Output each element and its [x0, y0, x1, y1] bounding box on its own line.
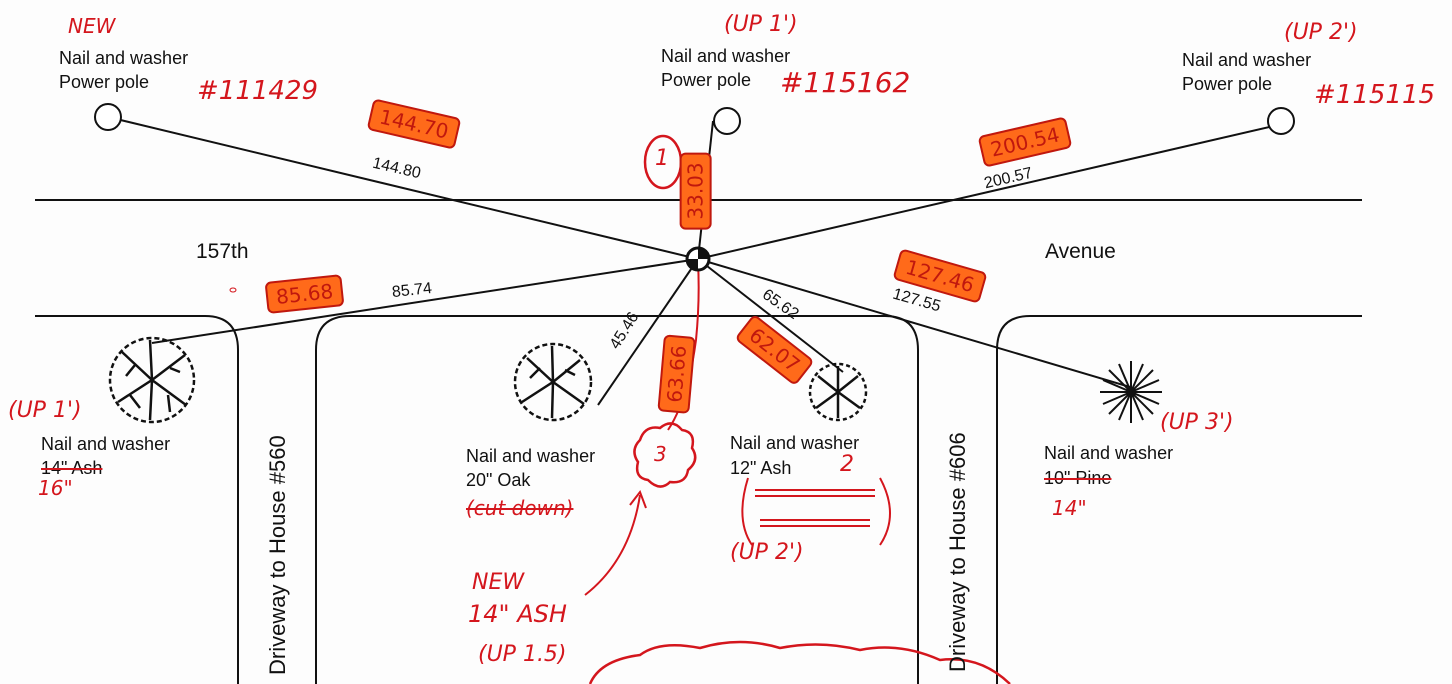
pole-mid-number: #115162 [780, 66, 911, 99]
pole-left-label-2: Power pole [59, 72, 150, 92]
ash-tree-left-icon [108, 336, 196, 424]
new-ash-label-2: 14" ASH [468, 600, 567, 628]
road-edge-right-curb [996, 315, 1362, 684]
ash-12-tree-icon [808, 362, 868, 422]
ash-12-bracket-right [879, 477, 891, 546]
dot-mark [229, 287, 237, 293]
pine-label-1: Nail and washer [1044, 443, 1174, 463]
driveway-left-label: Driveway to House #560 [265, 435, 290, 675]
ash-12-label-1: Nail and washer [730, 433, 860, 453]
pine-correction: 14" [1052, 496, 1087, 520]
power-pole-left-icon [94, 103, 122, 131]
road-edge-middle-curb [315, 315, 919, 684]
pole-left-label-1: Nail and washer [59, 48, 189, 68]
power-pole-right-icon [1267, 107, 1295, 135]
pole-right-label-1: Nail and washer [1182, 50, 1312, 70]
road-name-left: 157th [196, 240, 249, 263]
line-to-pole-left [107, 116, 699, 260]
oak-cut-down-note: (cut down) [466, 496, 574, 520]
ash-left-correction: 16" [38, 476, 73, 500]
pole-right-number: #115115 [1314, 80, 1436, 110]
ash-12-mark-2: 2 [840, 452, 854, 477]
ash-left-label-1: Nail and washer [41, 434, 171, 454]
pole-mid-label-1: Nail and washer [661, 46, 791, 66]
center-point-icon [685, 246, 711, 272]
road-name-right: Avenue [1045, 240, 1116, 263]
line-to-pole-right [697, 124, 1279, 260]
marker-1-label: 1 [655, 146, 669, 171]
pole-right-note: (UP 2') [1284, 20, 1358, 45]
driveway-right-label: Driveway to House #606 [945, 432, 970, 672]
arrow-head-icon [629, 489, 647, 509]
new-tree-arrow [584, 494, 641, 596]
bottom-cloud-mark [588, 640, 1011, 684]
pine-tree-icon [1100, 361, 1162, 423]
pole-left-number: #111429 [197, 76, 319, 106]
pole-right-label-2: Power pole [1182, 74, 1273, 94]
oak-tree-icon [513, 342, 593, 422]
power-pole-mid-icon [713, 107, 741, 135]
pine-note: (UP 3') [1160, 410, 1234, 435]
line-to-ash-left [151, 258, 699, 344]
ash-12-strikeout [755, 489, 875, 527]
line-to-ash-12 [697, 258, 844, 373]
new-ash-label-1: NEW [472, 570, 525, 595]
line-to-pine [697, 258, 1131, 388]
measure-pole-mid-original: 33.03 [679, 152, 712, 230]
new-ash-tree-icon [633, 422, 697, 488]
ash-left-label-2: 14" Ash [41, 458, 103, 478]
ash-12-note: (UP 2') [730, 540, 804, 565]
pole-mid-label-2: Power pole [661, 70, 752, 90]
ash-12-bracket-left [741, 477, 753, 546]
line-to-oak [597, 258, 699, 406]
ash-left-note: (UP 1') [8, 398, 82, 423]
pine-label-2: 10" Pine [1044, 468, 1112, 488]
measure-new-ash-revised: 63.66 [657, 334, 696, 414]
new-ash-number: 3 [654, 442, 667, 466]
pole-mid-note: (UP 1') [724, 12, 798, 37]
road-edge-left-curb [35, 315, 239, 684]
oak-label-2: 20" Oak [466, 470, 531, 490]
oak-label-1: Nail and washer [466, 446, 596, 466]
pole-left-note: NEW [68, 14, 116, 38]
ash-12-label-2: 12" Ash [730, 458, 792, 478]
new-ash-label-3: (UP 1.5) [478, 642, 567, 667]
